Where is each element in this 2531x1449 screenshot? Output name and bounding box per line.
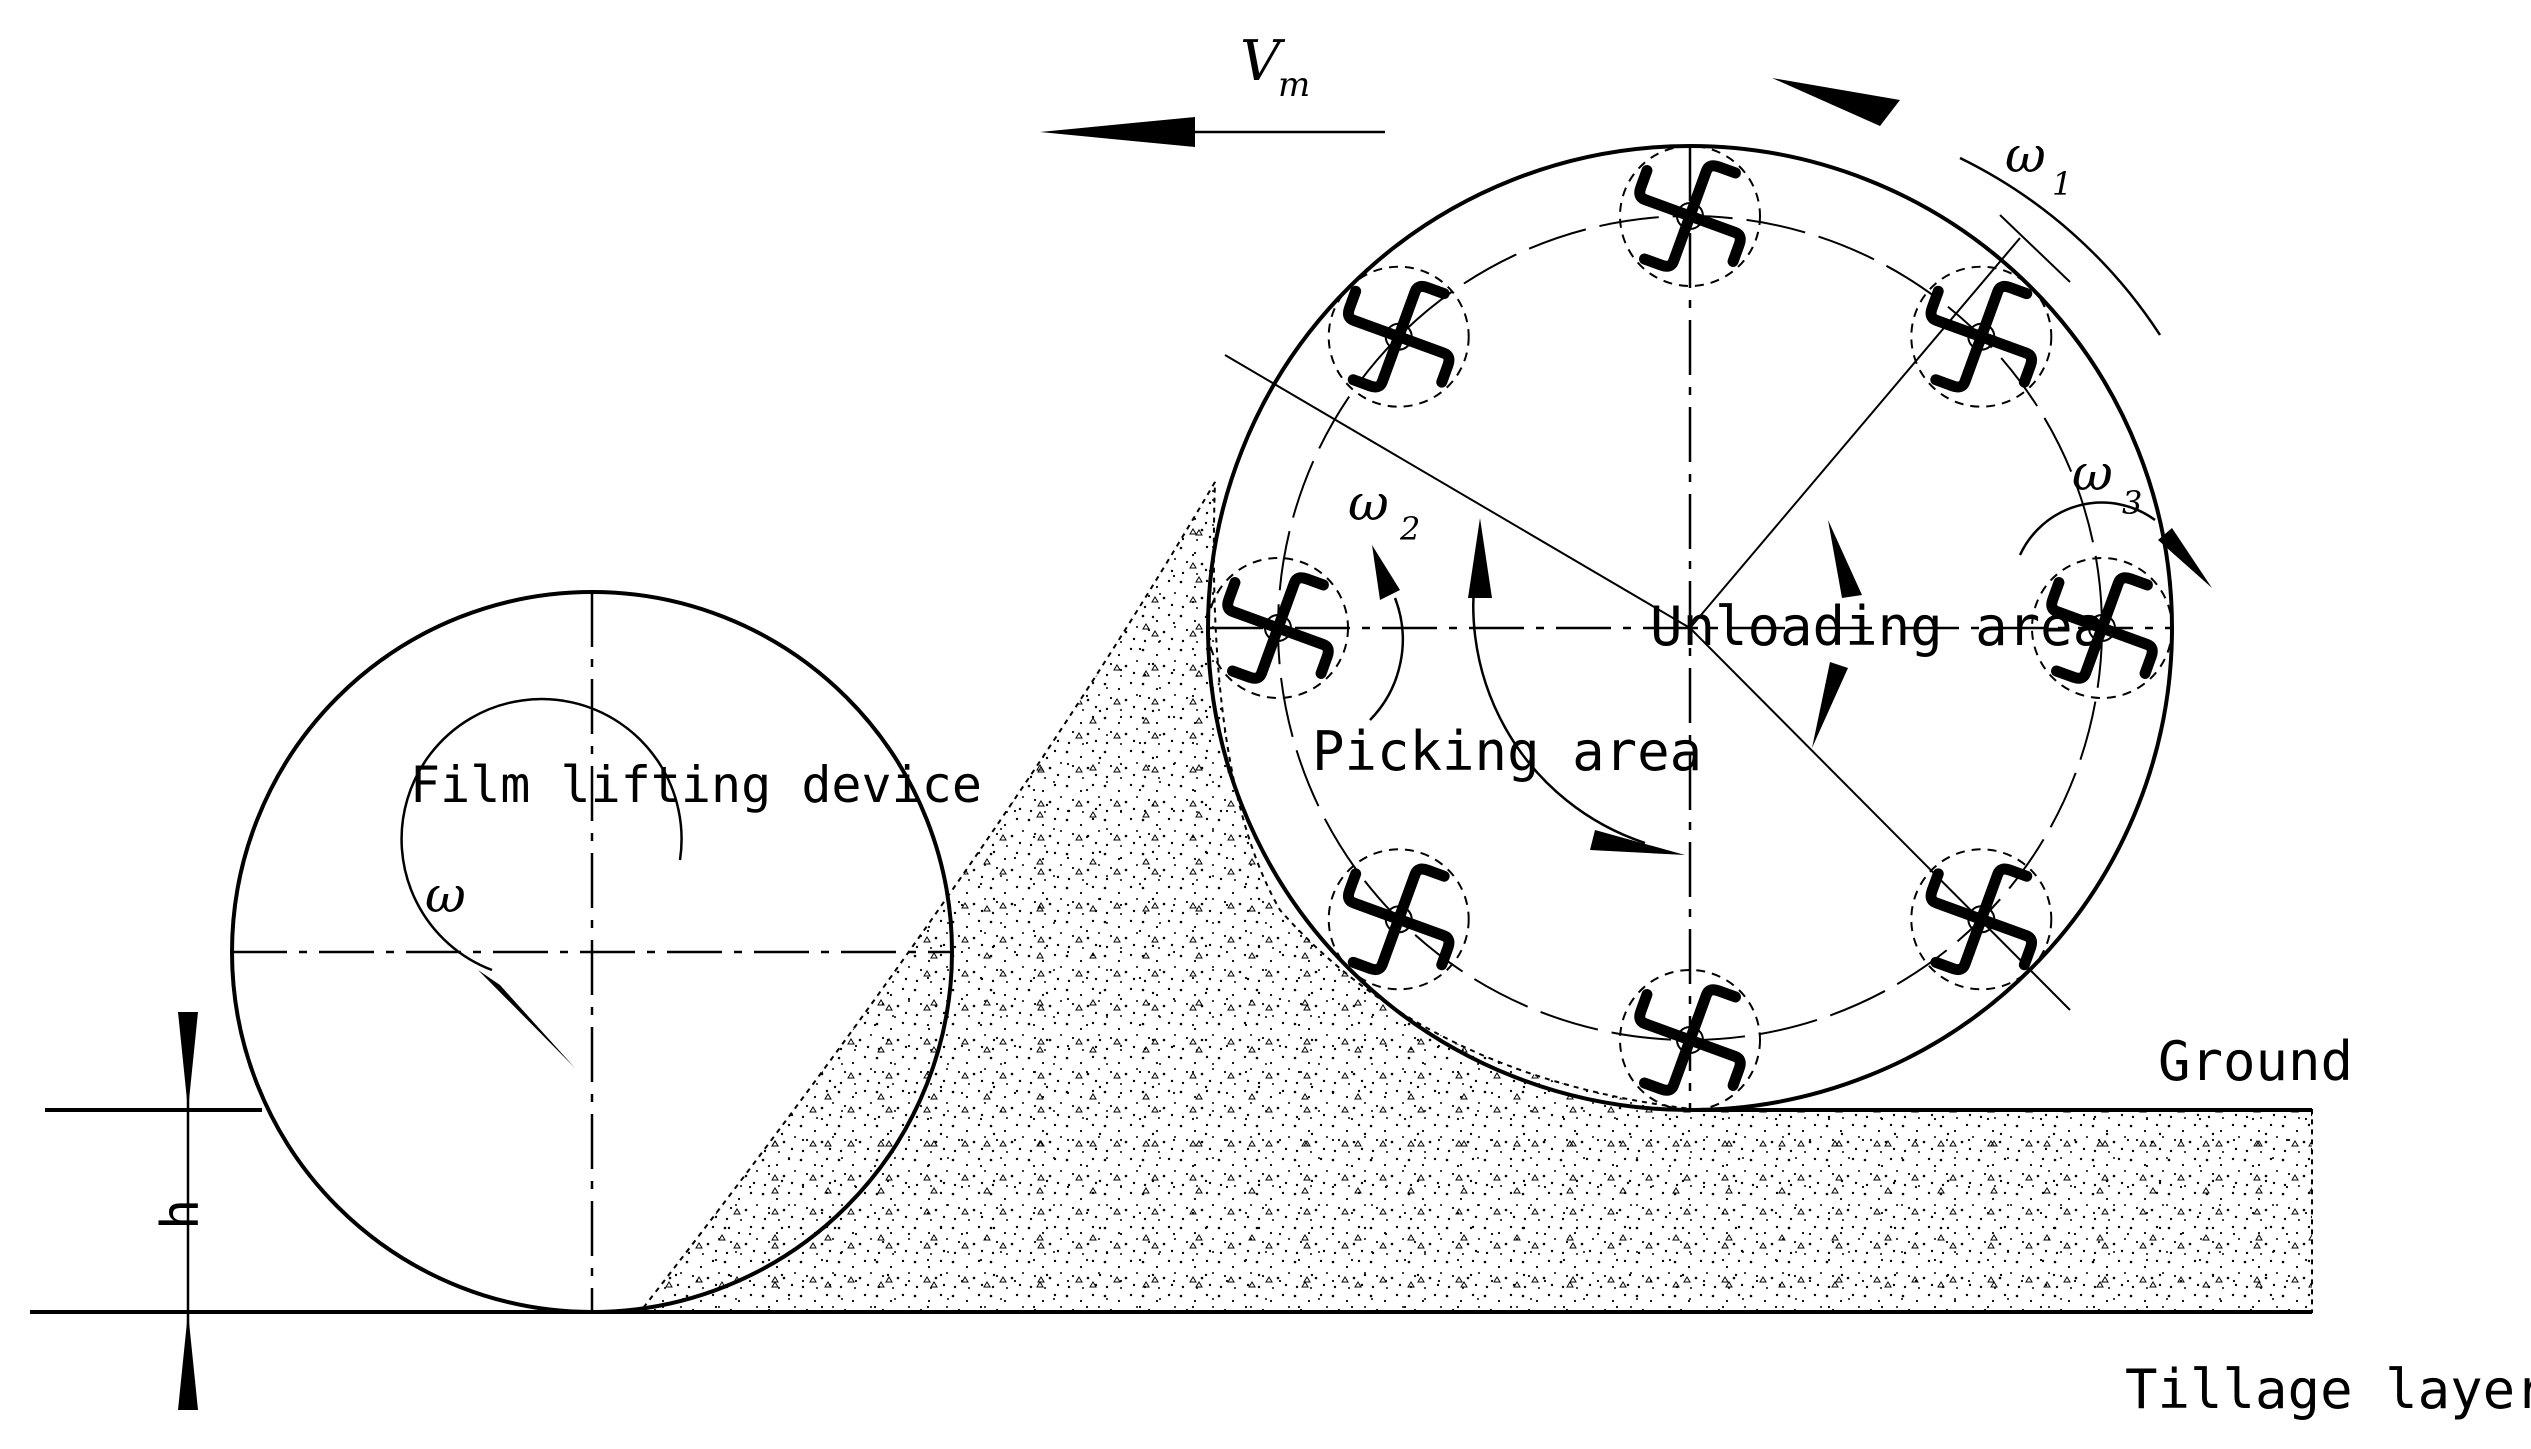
soil-pile bbox=[637, 481, 2313, 1313]
omega-1-label: ω 1 bbox=[2005, 126, 2072, 203]
picking-tooth-assembly bbox=[1910, 265, 2053, 408]
picking-tooth-assembly bbox=[1619, 969, 1761, 1111]
svg-text:2: 2 bbox=[1399, 510, 1420, 548]
omega-3-label: ω 3 bbox=[2072, 444, 2142, 522]
film-lifting-rotation-arrowhead bbox=[478, 970, 575, 1068]
picking-wheel: Picking area Unloading area ω 2 ω 1 ω 3 bbox=[1206, 78, 2212, 1112]
omega-2-arrowhead bbox=[1372, 545, 1400, 600]
picking-tooth-assembly bbox=[1619, 145, 1761, 287]
picking-teeth bbox=[1207, 145, 2173, 1111]
picking-area-arrow-right bbox=[1590, 830, 1685, 855]
travel-velocity-arrow: V m bbox=[1040, 29, 1385, 147]
svg-text:1: 1 bbox=[2052, 165, 2072, 203]
depth-dimension: h bbox=[151, 1012, 211, 1410]
picking-tooth-assembly bbox=[1207, 557, 1349, 699]
omega-label: ω bbox=[425, 866, 466, 924]
svg-text:ω: ω bbox=[2005, 126, 2046, 184]
picking-area-arrow-up bbox=[1468, 518, 1492, 598]
svg-text:m: m bbox=[1278, 65, 1310, 105]
unloading-area-arrow-down bbox=[1812, 662, 1848, 748]
picking-tooth-assembly bbox=[2031, 557, 2173, 699]
omega-2-label: ω 2 bbox=[1348, 474, 1420, 548]
svg-text:ω: ω bbox=[1348, 474, 1389, 532]
depth-label: h bbox=[151, 1199, 211, 1230]
picking-area-label: Picking area bbox=[1312, 720, 1702, 783]
unloading-area-arrow-up bbox=[1828, 520, 1862, 598]
svg-text:V: V bbox=[1240, 29, 1286, 94]
tillage-layer-label: Tillage layer bbox=[2125, 1358, 2531, 1421]
film-lifting-device-label: Film lifting device bbox=[410, 756, 982, 814]
omega-1-arrowhead bbox=[1772, 78, 1900, 126]
picking-tooth-assembly bbox=[1910, 848, 2053, 991]
svg-text:ω: ω bbox=[2072, 444, 2113, 502]
film-lifting-device: Film lifting device ω bbox=[230, 590, 982, 1314]
ground-label: Ground bbox=[2158, 1030, 2353, 1093]
velocity-label: V m bbox=[1240, 29, 1310, 105]
svg-text:3: 3 bbox=[2122, 484, 2142, 522]
unloading-area-label: Unloading area bbox=[1650, 595, 2105, 658]
omega-3-arrowhead bbox=[2158, 528, 2212, 588]
picking-tooth-assembly bbox=[1327, 265, 1470, 408]
picking-tooth-assembly bbox=[1327, 848, 1470, 991]
